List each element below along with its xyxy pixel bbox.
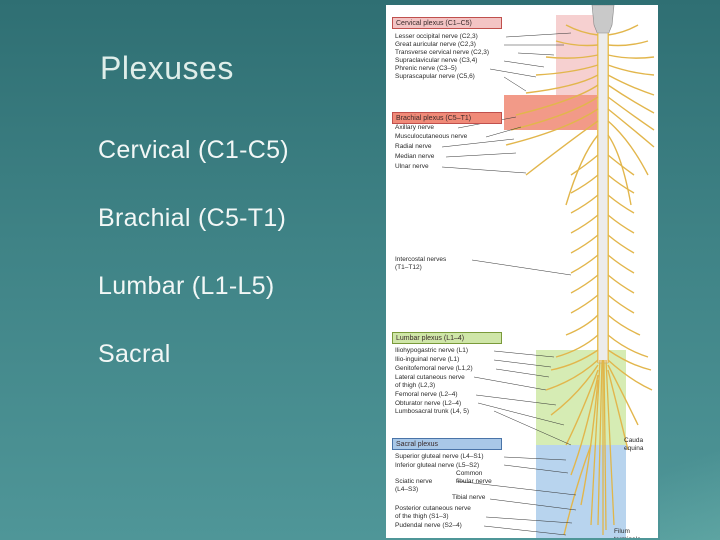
leader-lines xyxy=(441,32,577,536)
nerve-label: Inferior gluteal nerve (L5–S2) xyxy=(395,462,480,469)
brachial-region xyxy=(504,95,604,130)
right-spinal-nerves xyxy=(607,24,655,451)
cauda-equina xyxy=(590,359,615,535)
nerve-label: Ulnar nerve xyxy=(395,163,429,170)
nerve-label: Transverse cervical nerve (C2,3) xyxy=(395,49,490,56)
lumbar-plexus-header: Lumbar plexus (L1–4) xyxy=(392,332,502,344)
nerve-label: Tibial nerve xyxy=(452,494,486,501)
nerve-label: Genitofemoral nerve (L1,2) xyxy=(395,365,473,372)
bullet-brachial: Brachial (C5-T1) xyxy=(98,204,287,232)
nerve-label: of thigh (L2,3) xyxy=(395,382,436,389)
bullet-list: Cervical (C1-C5) Brachial (C5-T1) Lumbar… xyxy=(98,135,289,407)
nerve-label: Lumbosacral trunk (L4, 5) xyxy=(395,408,470,415)
bullet-cervical: Cervical (C1-C5) xyxy=(98,136,289,164)
brachial-plexus-header: Brachial plexus (C5–T1) xyxy=(392,112,502,124)
corner-decoration xyxy=(660,410,720,540)
nerve-label: Ilio-inguinal nerve (L1) xyxy=(395,356,460,363)
nerve-label: Axillary nerve xyxy=(395,124,435,131)
cauda-equina-label: Cauda xyxy=(624,437,644,444)
nerve-label: Radial nerve xyxy=(395,143,432,150)
intercostal-label: Intercostal nerves xyxy=(395,256,447,263)
left-spinal-nerves xyxy=(505,24,599,536)
nerve-label: Femoral nerve (L2–4) xyxy=(395,391,458,398)
filum-terminale-label: Filum terminale xyxy=(614,528,641,538)
bullet-sacral: Sacral xyxy=(98,340,171,368)
slide-title: Plexuses xyxy=(100,50,234,86)
lumbar-region xyxy=(536,350,626,445)
nerve-label: Median nerve xyxy=(395,153,435,160)
spinal-cord-illustration xyxy=(441,5,655,538)
nerve-label: Suprascapular nerve (C5,6) xyxy=(395,73,475,80)
nerve-label: Lesser occipital nerve (C2,3) xyxy=(395,33,478,40)
bullet-lumbar: Lumbar (L1-L5) xyxy=(98,272,275,300)
nerve-label: (L4–S3) xyxy=(395,486,419,493)
cauda-equina-label: equina xyxy=(624,445,644,452)
nerve-label: Pudendal nerve (S2–4) xyxy=(395,522,462,529)
intercostal-range: (T1–T12) xyxy=(395,264,422,271)
nerve-label: Musculocutaneous nerve xyxy=(395,133,468,140)
nerve-label: Superior gluteal nerve (L4–S1) xyxy=(395,453,484,460)
nerve-label: Great auricular nerve (C2,3) xyxy=(395,41,476,48)
nerve-label: of the thigh (S1–3) xyxy=(395,513,449,520)
nerve-label: Common xyxy=(456,470,483,477)
nerve-label: Iliohypogastric nerve (L1) xyxy=(395,347,468,354)
nerve-label: Sciatic nerve xyxy=(395,478,433,485)
cervical-plexus-header: Cervical plexus (C1–C5) xyxy=(392,17,502,29)
nerve-label: Obturator nerve (L2–4) xyxy=(395,400,462,407)
nerve-label: Posterior cutaneous nerve xyxy=(395,505,471,512)
nerve-label: Lateral cutaneous nerve xyxy=(395,374,465,381)
nerve-label: fibular nerve xyxy=(456,478,492,485)
nerve-label: Phrenic nerve (C3–5) xyxy=(395,65,457,72)
nerve-label: Supraclavicular nerve (C3,4) xyxy=(395,57,478,64)
spinal-nerves-figure: Cervical plexus (C1–C5) Lesser occipital… xyxy=(386,5,658,538)
sacral-plexus-header: Sacral plexus xyxy=(392,438,502,450)
spinal-cord xyxy=(597,32,609,364)
